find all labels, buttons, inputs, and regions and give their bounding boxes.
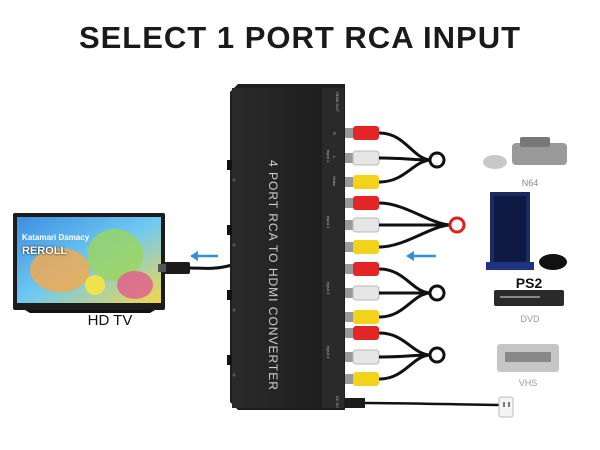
vhs-player [497,344,559,372]
ps2-console [486,192,567,270]
input-1-label: Input 1 [326,150,331,163]
input-3-label: Input 3 [326,282,331,295]
converter-box [227,84,345,410]
cable-rings [428,151,466,364]
vhs-label: VHS [518,378,538,388]
hdmi-out-label: HDMI OUT [335,92,340,112]
channel-r-label: R [332,132,337,135]
rca-connectors [345,126,380,386]
ps2-label: PS2 [515,275,543,291]
input-2-label: Input 2 [326,216,331,229]
signal-arrows [190,251,436,261]
page-title: SELECT 1 PORT RCA INPUT [78,20,522,55]
dvd-player [494,290,564,306]
tv-label: HD TV [87,312,133,329]
dc-label: DC 5V [335,396,340,408]
input-4-label: Input 4 [326,346,331,359]
rca-cables [378,131,451,381]
hdmi-cable [158,262,233,274]
tv-screen-line2: REROLL [22,245,68,257]
n64-console [483,137,567,169]
tv-screen-line1: Katamari Damacy [22,233,90,242]
channel-l-label: L [332,156,337,159]
channel-video-label: Video [332,176,337,187]
hd-tv [13,213,165,313]
n64-label: N64 [521,178,539,188]
dvd-label: DVD [520,314,540,324]
power-cable [345,396,514,418]
active-input-ring [448,216,466,234]
